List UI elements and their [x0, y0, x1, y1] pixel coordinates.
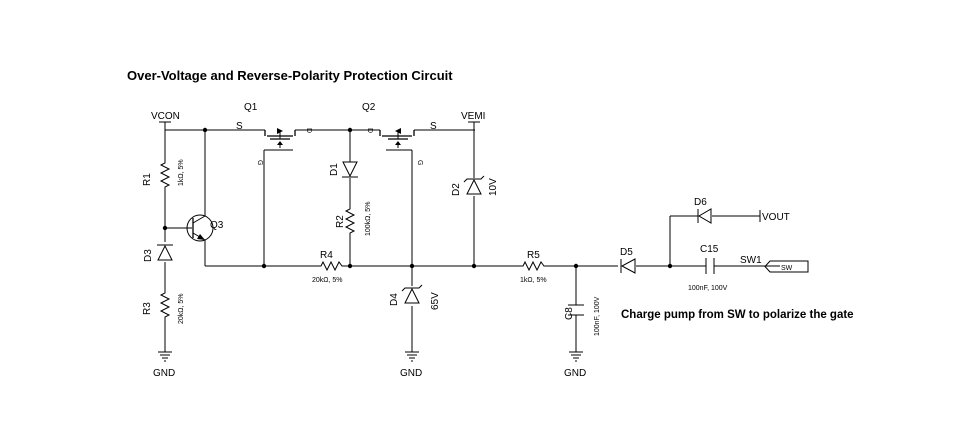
q1-gate-label: G	[256, 160, 263, 165]
diode-d3: D3	[143, 244, 173, 262]
resistor-r5: R5 1kΩ, 5%	[520, 250, 547, 284]
r4-ref: R4	[320, 250, 333, 261]
ground-3: GND	[564, 351, 586, 379]
capacitor-c15: C15 100nF, 100V	[688, 244, 728, 292]
r3-ref: R3	[142, 302, 153, 315]
c8-value: 100nF, 100V	[594, 296, 601, 336]
net-vcon: VCON	[151, 111, 180, 123]
sw1-ref: SW1	[740, 255, 762, 266]
net-vout: VOUT	[759, 210, 790, 223]
q2-drain-label: D	[366, 128, 373, 133]
q1-ref: Q1	[244, 102, 258, 113]
vout-label: VOUT	[762, 212, 790, 223]
q2-gate-label: G	[416, 160, 423, 165]
d4-ref: D4	[389, 293, 400, 306]
diagram-title: Over-Voltage and Reverse-Polarity Protec…	[127, 68, 453, 83]
r3-value: 20kΩ, 5%	[178, 293, 185, 324]
r5-value: 1kΩ, 5%	[520, 277, 547, 284]
resistor-r3: R3 20kΩ, 5%	[142, 290, 185, 324]
bjt-q3: Q3	[186, 214, 224, 242]
resistor-r4: R4 20kΩ, 5%	[312, 250, 344, 284]
d3-ref: D3	[143, 249, 154, 262]
d1-ref: D1	[329, 163, 340, 176]
zener-d4: D4 65V	[389, 284, 441, 310]
d5-ref: D5	[620, 247, 633, 258]
vemi-label: VEMI	[461, 111, 485, 122]
sw-port-label: SW	[781, 265, 793, 272]
d2-value: 10V	[488, 178, 499, 196]
gnd-label-3: GND	[564, 368, 586, 379]
q1-source-label: S	[236, 121, 243, 132]
resistor-r2: R2 100kΩ, 5%	[335, 202, 372, 236]
vcon-label: VCON	[151, 111, 180, 122]
diode-d1: D1	[329, 161, 358, 178]
d4-value: 65V	[430, 292, 441, 310]
ground-2: GND	[400, 351, 422, 379]
q2-ref: Q2	[362, 102, 376, 113]
mosfet-q2: Q2 S D G	[362, 102, 437, 165]
gnd-label-1: GND	[153, 368, 175, 379]
mosfet-q1: Q1 S D G	[236, 102, 312, 165]
d6-ref: D6	[694, 197, 707, 208]
q2-source-label: S	[430, 121, 437, 132]
switch-sw1: SW1 SW	[740, 255, 809, 273]
r1-value: 1kΩ, 5%	[178, 159, 185, 186]
c8-ref: C8	[564, 307, 575, 320]
q3-ref: Q3	[210, 220, 224, 231]
ground-1: GND	[153, 351, 175, 379]
r4-value: 20kΩ, 5%	[312, 277, 343, 284]
r2-ref: R2	[335, 215, 346, 228]
resistor-r1: R1 1kΩ, 5%	[142, 159, 185, 190]
d2-ref: D2	[451, 183, 462, 196]
junction-dots	[162, 127, 673, 269]
net-vemi: VEMI	[461, 111, 485, 123]
c15-value: 100nF, 100V	[688, 285, 728, 292]
diode-d5: D5	[620, 247, 636, 274]
r2-value: 100kΩ, 5%	[365, 202, 372, 236]
r5-ref: R5	[527, 250, 540, 261]
diode-d6: D6	[694, 197, 712, 224]
charge-pump-note: Charge pump from SW to polarize the gate	[621, 309, 854, 321]
q1-drain-label: D	[305, 128, 312, 133]
zener-d2: D2 10V	[451, 175, 499, 196]
capacitor-c8: C8 100nF, 100V	[564, 296, 601, 336]
r1-ref: R1	[142, 173, 153, 186]
c15-ref: C15	[700, 244, 719, 255]
gnd-label-2: GND	[400, 368, 422, 379]
